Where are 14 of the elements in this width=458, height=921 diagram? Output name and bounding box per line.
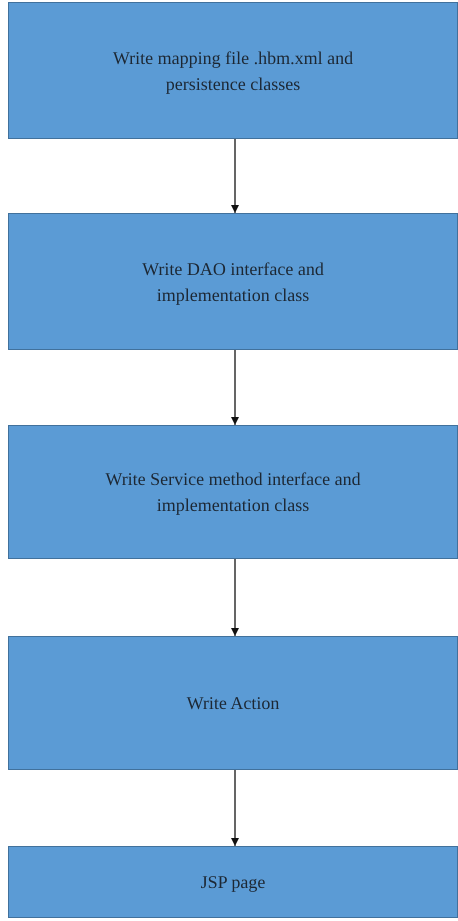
box-label: Write DAO interface and implementation class (141, 258, 325, 307)
box-label: Write mapping file .hbm.xml and persistence classes (112, 46, 354, 96)
process-box (8, 636, 458, 770)
process-box (8, 425, 458, 559)
arrow (231, 139, 239, 213)
process-box (8, 2, 458, 139)
box-label: JSP page (200, 871, 266, 894)
arrow (231, 770, 239, 846)
arrow (231, 559, 239, 636)
box-label: Write Service method interface and implementation class (104, 468, 362, 517)
arrow (231, 350, 239, 425)
process-box (8, 846, 458, 918)
box-label: Write Action (186, 692, 280, 715)
process-box (8, 213, 458, 350)
